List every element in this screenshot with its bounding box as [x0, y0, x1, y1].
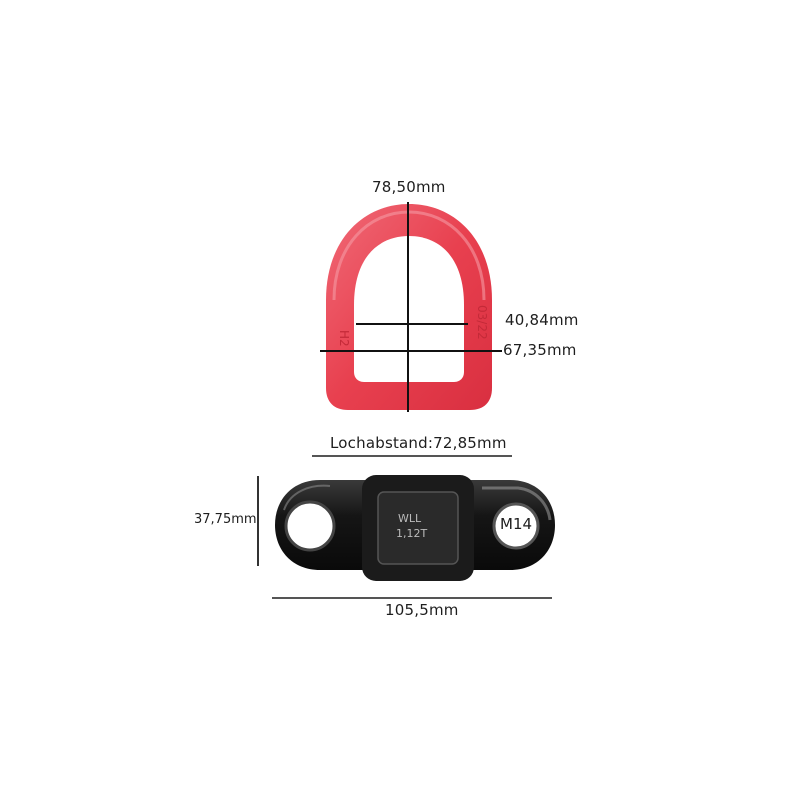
ring-height-line [407, 202, 409, 412]
ring-outer-width-line [320, 350, 502, 352]
thread-size-label: M14 [500, 515, 533, 533]
ring-height-label: 78,50mm [372, 178, 446, 196]
ring-inner-width-line [356, 323, 468, 325]
ring-inner-width-label: 40,84mm [505, 311, 579, 329]
bracket-height-label: 37,75mm [194, 512, 257, 527]
ring-left-marking: H2 [337, 330, 351, 347]
bracket-marking-line2: 1,12T [396, 527, 427, 540]
bracket-length-label: 105,5mm [385, 601, 459, 619]
hole-distance-line [312, 455, 512, 457]
bracket-figure: WLL 1,12T [270, 470, 560, 585]
hole-distance-label: Lochabstand:72,85mm [330, 434, 507, 452]
d-ring-image: H2 03/22 [326, 204, 492, 410]
bracket-length-line [272, 597, 552, 599]
d-ring-figure: H2 03/22 [318, 200, 500, 415]
bracket-marking-line1: WLL [398, 512, 422, 525]
bracket-height-line [257, 476, 259, 566]
bracket-image: WLL 1,12T [275, 475, 555, 581]
ring-outer-width-label: 67,35mm [503, 341, 577, 359]
ring-right-marking: 03/22 [475, 305, 489, 340]
